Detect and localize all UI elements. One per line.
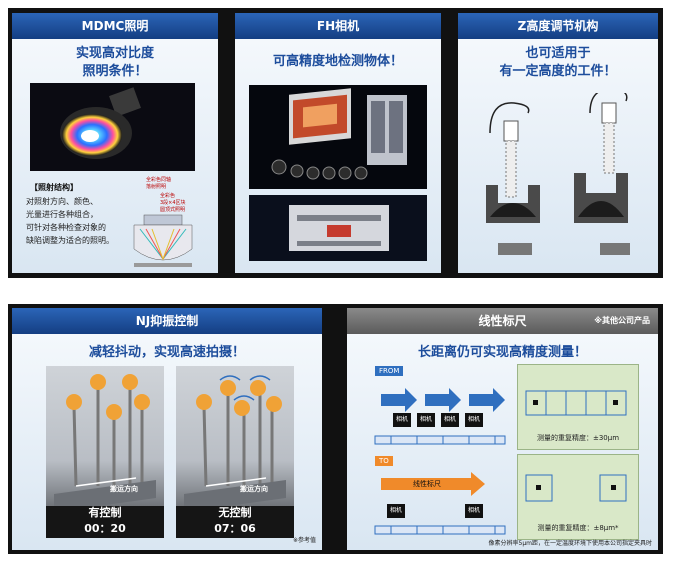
nj-right-illustration	[176, 375, 294, 538]
fh-camera-illustration	[271, 88, 407, 180]
mdmc-dome-diagram-icon	[133, 214, 193, 267]
fh-controller-illustration	[289, 205, 389, 251]
from-result-grid-icon	[525, 390, 627, 416]
nj-right-control-label: 无控制	[218, 506, 252, 519]
nj-footnote: ※参考值	[292, 537, 316, 544]
fh-panel: FH相机 可高精度地检测物体！	[235, 13, 441, 273]
nj-right-photo: 搬运方向 无控制 07：06	[176, 366, 294, 538]
to-diagram-icon	[374, 472, 506, 535]
to-result-box: 测量的重复精度：±8μm*	[517, 454, 639, 540]
from-precision-text: 测量的重复精度：±30μm	[536, 434, 620, 442]
mdmc-diagram-label: 3段×4区块	[160, 200, 186, 206]
nj-left-illustration	[46, 374, 164, 538]
fh-title: FH相机	[235, 13, 441, 39]
nj-panel: NJ抑振控制 减轻抖动，实现高速拍摄！ 搬运方向 有控制 00：20	[12, 308, 322, 550]
z-height-title: Z高度调节机构	[458, 13, 658, 39]
mdmc-subtitle-line1: 实现高对比度	[75, 46, 154, 61]
z-height-subtitle-line2: 有一定高度的工件！	[499, 64, 617, 79]
nj-left-control-label: 有控制	[88, 506, 122, 519]
mdmc-structure-line: 可针对各种检查对象的	[26, 223, 106, 232]
nj-right-time: 07：06	[214, 522, 256, 535]
mdmc-panel: MDMC照明 实现高对比度 照明条件！ 【照射结构】 对照射方向、颜色、 光量进…	[12, 13, 218, 273]
to-camera-1: 相机	[387, 504, 405, 518]
fh-controller-photo	[249, 195, 427, 261]
nj-subtitle: 减轻抖动，实现高速拍摄！	[88, 345, 245, 360]
z-height-panel: Z高度调节机构 也可适用于 有一定高度的工件！	[458, 13, 658, 273]
from-camera-3: 相机	[441, 413, 459, 427]
nj-right-direction-label: 搬运方向	[240, 485, 268, 493]
from-camera-2: 相机	[417, 413, 435, 427]
mdmc-structure-line: 光量进行各种组合，	[26, 210, 98, 219]
linear-scale-subtitle: 长距离仍可实现高精度测量！	[417, 345, 587, 360]
mdmc-diagram: 全彩色同轴 落射照明 全彩色 3段×4区块 圆顶式照明	[130, 177, 212, 271]
mdmc-light-photo	[30, 83, 195, 171]
mdmc-subtitle-line2: 照明条件！	[82, 64, 148, 79]
nj-left-time: 00：20	[84, 522, 126, 535]
mdmc-structure-title: 【照射结构】	[30, 183, 78, 192]
mdmc-structure-line: 对照射方向、颜色、	[26, 197, 98, 206]
nj-left-photo: 搬运方向 有控制 00：20	[46, 366, 164, 538]
z-height-diagram-icon	[486, 93, 630, 255]
linear-scale-note: ※其他公司产品	[594, 316, 650, 325]
from-result-box: 测量的重复精度：±30μm	[517, 364, 639, 450]
mdmc-diagram-label: 圆顶式照明	[160, 207, 186, 213]
fh-camera-photo	[249, 85, 427, 189]
mdmc-diagram-label: 全彩色同轴	[146, 177, 172, 183]
mdmc-structure-line: 缺陷调整为适合的照明。	[26, 236, 114, 245]
to-tag: TO	[375, 456, 393, 466]
from-camera-4: 相机	[465, 413, 483, 427]
linear-scale-title: 线性标尺	[347, 308, 658, 334]
to-precision-text: 测量的重复精度：±8μm*	[537, 524, 619, 532]
to-linear-arrow-label: 线性标尺	[413, 480, 441, 488]
to-result-grid-icon	[525, 474, 627, 502]
mdmc-diagram-label: 落射照明	[146, 184, 167, 190]
nj-title: NJ抑振控制	[12, 308, 322, 334]
nj-left-direction-label: 搬运方向	[110, 485, 138, 493]
to-camera-2: 相机	[465, 504, 483, 518]
mdmc-title: MDMC照明	[12, 13, 218, 39]
mdmc-light-illustration	[60, 87, 141, 159]
fh-subtitle: 可高精度地检测物体！	[272, 54, 403, 69]
from-camera-1: 相机	[393, 413, 411, 427]
z-height-subtitle-line1: 也可适用于	[525, 46, 591, 61]
from-diagram-icon	[374, 388, 506, 445]
from-tag: FROM	[375, 366, 404, 376]
mdmc-diagram-label: 全彩色	[160, 193, 176, 199]
linear-scale-panel: 线性标尺 ※其他公司产品 长距离仍可实现高精度测量！ FROM 相机 相机 相机…	[347, 308, 658, 550]
linear-scale-footnote: 像素分辨率5μm距，在一定温度环境下使用本公司指定夹具时	[488, 540, 652, 547]
